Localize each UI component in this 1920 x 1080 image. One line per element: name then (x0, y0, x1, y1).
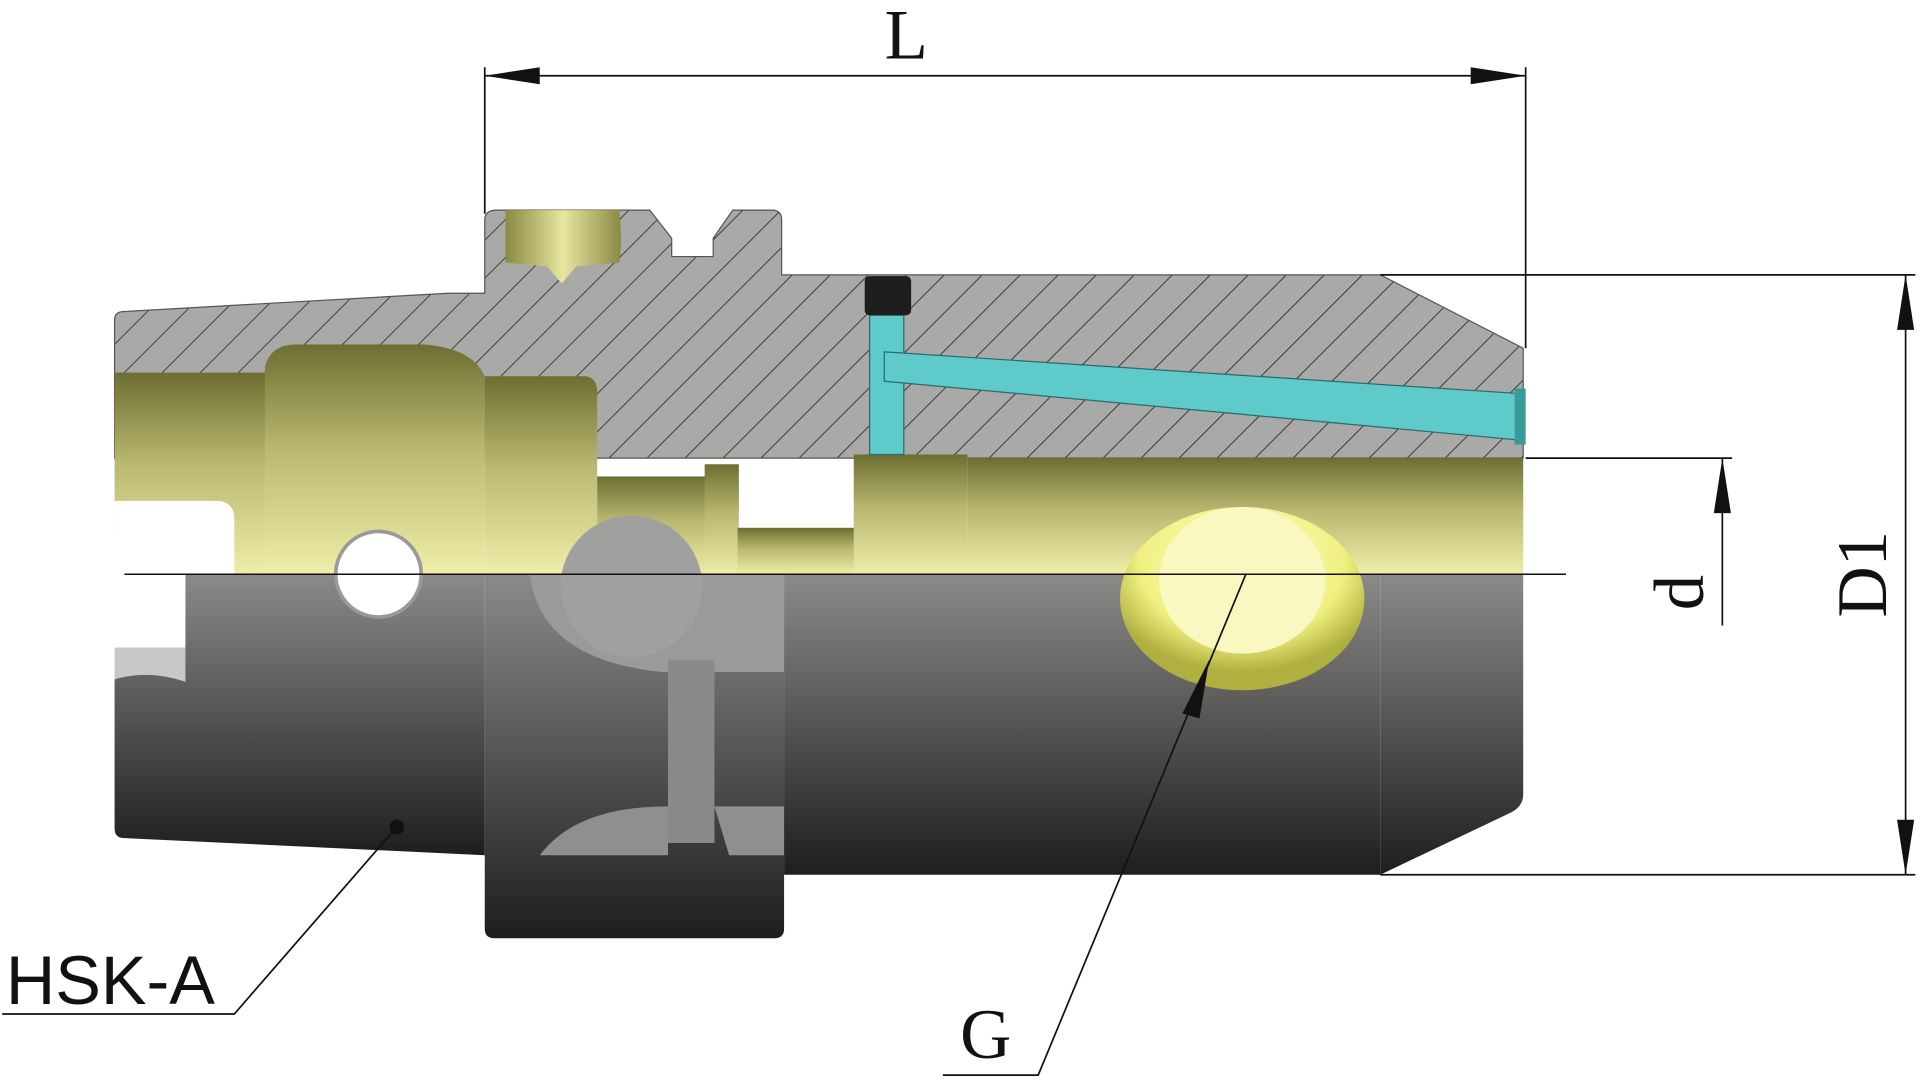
drawbar-slot (114, 500, 235, 575)
leader-HSK-A (2, 826, 398, 1015)
dimension-L (483, 67, 1527, 349)
label-L: L (885, 0, 928, 75)
exterior-view (114, 507, 1524, 939)
coolant-screw (864, 276, 912, 316)
label-D1: D1 (1824, 531, 1902, 618)
dimension-d (1525, 457, 1733, 626)
dimension-D1 (1380, 274, 1916, 876)
coolant-channel (864, 276, 1526, 456)
label-HSK-A: HSK-A (6, 943, 215, 1019)
label-G: G (960, 996, 1011, 1074)
label-d: d (1641, 575, 1719, 610)
leader-G (942, 573, 1247, 1076)
key-pocket (505, 210, 621, 284)
